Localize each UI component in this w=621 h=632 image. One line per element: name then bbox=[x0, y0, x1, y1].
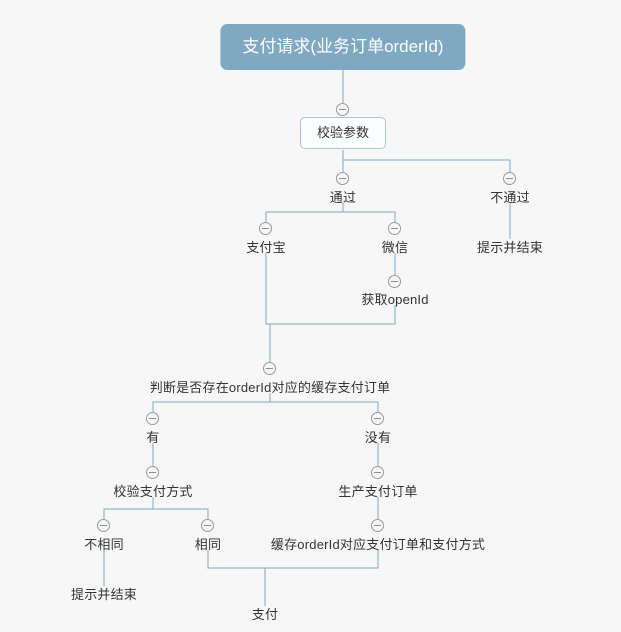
node-pay[interactable]: 支付 bbox=[251, 607, 279, 622]
edge-same-to-pay bbox=[207, 550, 266, 606]
collapse-toggle-icon-alipay[interactable] bbox=[259, 222, 272, 235]
edge-alipay-to-check-cache bbox=[265, 253, 271, 362]
node-has[interactable]: 有 bbox=[146, 430, 160, 445]
node-cache-ord[interactable]: 缓存orderId对应支付订单和支付方式 bbox=[270, 537, 486, 552]
node-diff[interactable]: 不相同 bbox=[84, 537, 124, 552]
node-alipay[interactable]: 支付宝 bbox=[246, 240, 286, 255]
node-openid[interactable]: 获取openId bbox=[361, 292, 429, 307]
node-root[interactable]: 支付请求(业务订单orderId) bbox=[220, 24, 466, 70]
collapse-toggle-icon-none[interactable] bbox=[371, 412, 384, 425]
node-same[interactable]: 相同 bbox=[194, 537, 222, 552]
node-pass[interactable]: 通过 bbox=[329, 190, 357, 205]
edge-cache-ord-to-pay bbox=[264, 550, 379, 606]
collapse-toggle-icon-fail[interactable] bbox=[503, 172, 516, 185]
node-check-pay[interactable]: 校验支付方式 bbox=[113, 484, 193, 499]
node-create-ord[interactable]: 生产支付订单 bbox=[338, 484, 418, 499]
edge-check-pay-to-diff bbox=[103, 497, 154, 519]
node-none[interactable]: 没有 bbox=[364, 430, 392, 445]
collapse-toggle-icon-validate[interactable] bbox=[336, 103, 349, 116]
node-validate[interactable]: 校验参数 bbox=[299, 117, 387, 149]
edge-check-cache-to-none bbox=[269, 393, 379, 412]
node-fail[interactable]: 不通过 bbox=[490, 190, 530, 205]
node-fail-end[interactable]: 提示并结束 bbox=[476, 240, 544, 255]
collapse-toggle-icon-pass[interactable] bbox=[336, 172, 349, 185]
collapse-toggle-icon-check-pay[interactable] bbox=[146, 466, 159, 479]
edge-check-pay-to-same bbox=[152, 497, 209, 519]
edge-pass-to-wechat bbox=[342, 203, 396, 222]
node-check-cache[interactable]: 判断是否存在orderId对应的缓存支付订单 bbox=[149, 380, 391, 395]
node-diff-end[interactable]: 提示并结束 bbox=[70, 587, 138, 602]
collapse-toggle-icon-same[interactable] bbox=[201, 519, 214, 532]
collapse-toggle-icon-wechat[interactable] bbox=[388, 222, 401, 235]
collapse-toggle-icon-openid[interactable] bbox=[388, 275, 401, 288]
edge-validate-to-fail bbox=[342, 150, 511, 172]
collapse-toggle-icon-diff[interactable] bbox=[97, 519, 110, 532]
collapse-toggle-icon-create-ord[interactable] bbox=[371, 466, 384, 479]
collapse-toggle-icon-has[interactable] bbox=[146, 412, 159, 425]
edge-openid-to-check-cache bbox=[269, 305, 396, 362]
collapse-toggle-icon-check-cache[interactable] bbox=[263, 362, 276, 375]
collapse-toggle-icon-cache-ord[interactable] bbox=[371, 519, 384, 532]
node-wechat[interactable]: 微信 bbox=[381, 240, 409, 255]
